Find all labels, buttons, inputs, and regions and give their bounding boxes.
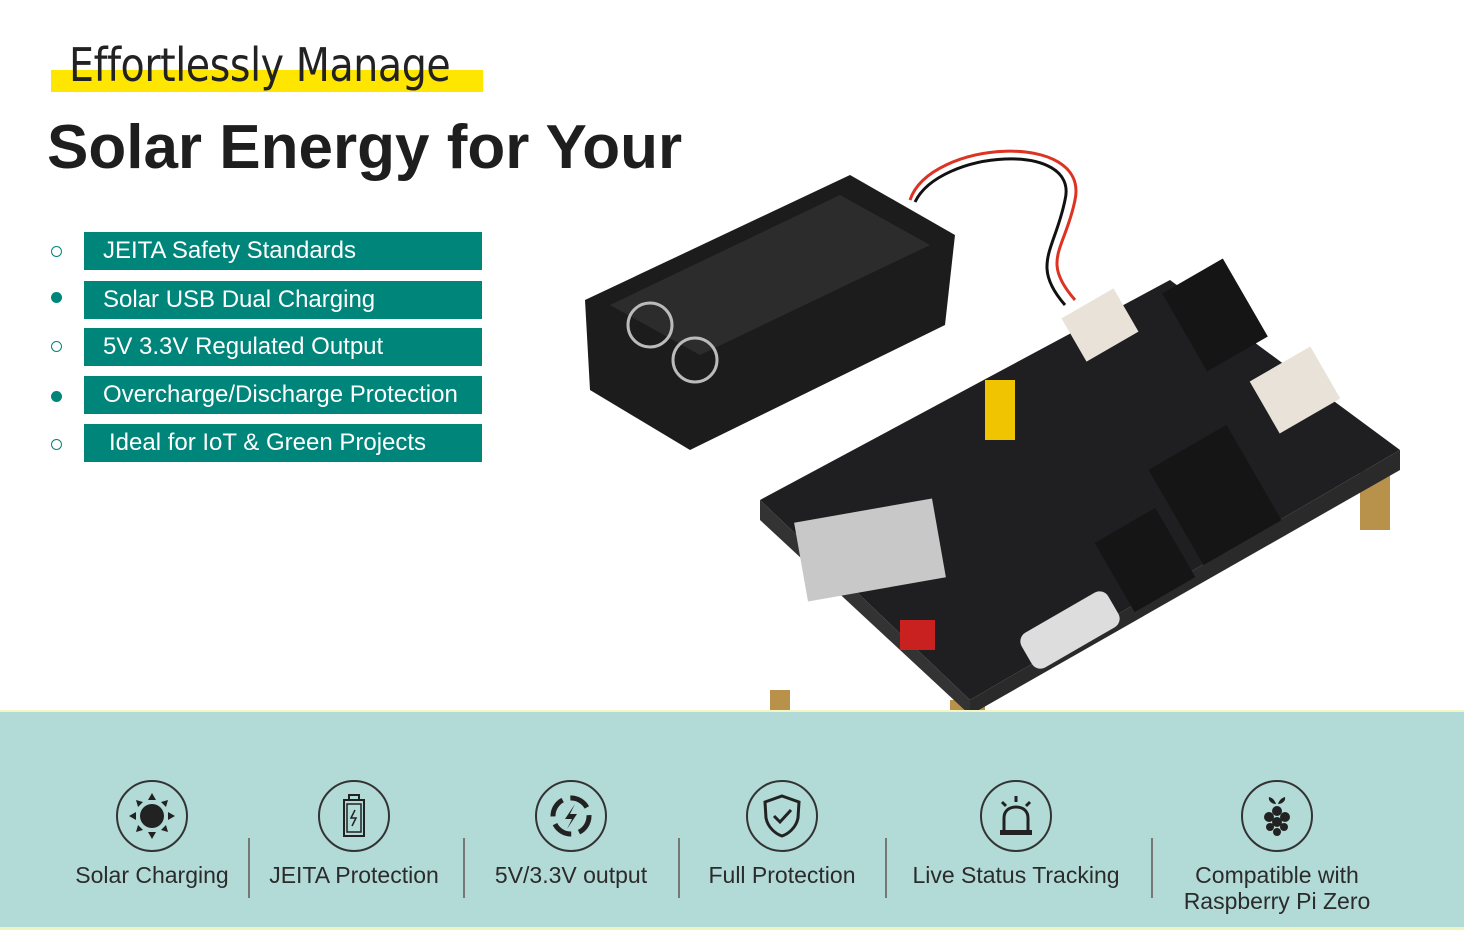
divider (1151, 838, 1153, 898)
bullet-icon (51, 292, 62, 303)
shield-check-icon (746, 780, 818, 852)
badge-label: Live Status Tracking (912, 862, 1120, 888)
divider (463, 838, 465, 898)
badge-output: 5V/3.3V output (461, 780, 681, 888)
bullet-icon (51, 439, 62, 450)
badge-label: JEITA Protection (269, 862, 439, 888)
badge-label: 5V/3.3V output (494, 862, 648, 888)
feature-item: JEITA Safety Standards (84, 232, 482, 270)
bullet-icon (51, 246, 62, 257)
badge-label: Solar Charging (75, 862, 229, 888)
raspberry-icon (1241, 780, 1313, 852)
product-image (585, 149, 1400, 750)
badge-solar-charging: Solar Charging (42, 780, 262, 888)
divider (885, 838, 887, 898)
feature-item: Ideal for IoT & Green Projects (84, 424, 482, 462)
feature-band (0, 710, 1464, 930)
badge-full-protection: Full Protection (672, 780, 892, 888)
alarm-light-icon (980, 780, 1052, 852)
bullet-icon (51, 391, 62, 402)
badge-label: Full Protection (708, 862, 856, 888)
highlight-bar (51, 70, 483, 92)
sun-icon (116, 780, 188, 852)
subtitle: Effortlessly Manage (69, 38, 451, 92)
bullet-icon (51, 341, 62, 352)
badge-raspberry-pi: Compatible with Raspberry Pi Zero (1157, 780, 1397, 914)
feature-item: Overcharge/Discharge Protection (84, 376, 482, 414)
battery-icon (318, 780, 390, 852)
divider (248, 838, 250, 898)
feature-item: Solar USB Dual Charging (84, 281, 482, 319)
lightning-icon (535, 780, 607, 852)
badge-jeita-protection: JEITA Protection (244, 780, 464, 888)
page-title: Solar Energy for Your (47, 113, 683, 182)
badge-label: Compatible with Raspberry Pi Zero (1183, 862, 1371, 914)
divider (678, 838, 680, 898)
badge-live-status: Live Status Tracking (906, 780, 1126, 888)
battery-holder (585, 175, 955, 450)
feature-item: 5V 3.3V Regulated Output (84, 328, 482, 366)
